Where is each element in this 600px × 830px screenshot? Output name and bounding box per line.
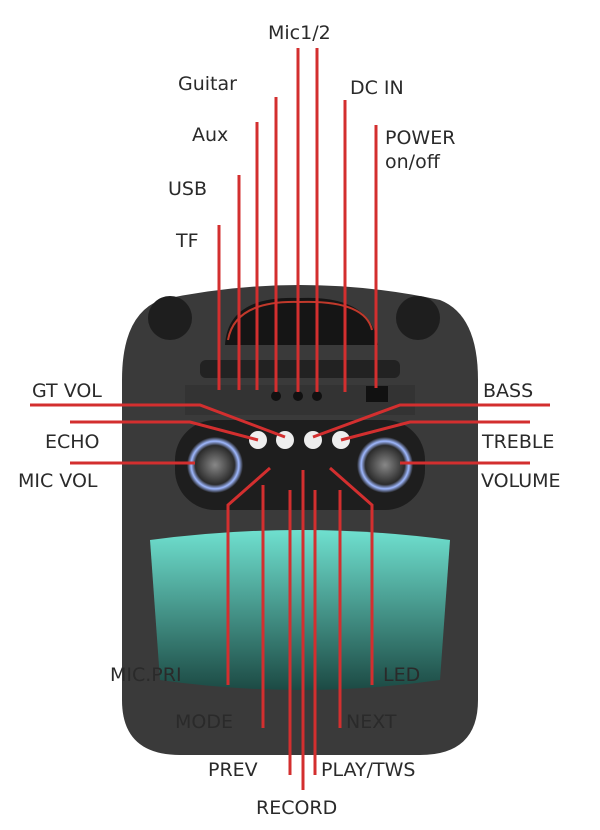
label-play-tws: PLAY/TWS (321, 759, 416, 781)
power-switch[interactable] (366, 386, 388, 402)
label-echo: ECHO (45, 431, 100, 453)
label-mic: Mic1/2 (268, 22, 331, 44)
label-record: RECORD (256, 797, 338, 819)
right-tweeter (396, 296, 440, 340)
label-next: NEXT (346, 711, 397, 733)
handle (225, 297, 378, 345)
label-prev: PREV (208, 759, 258, 781)
label-gt-vol: GT VOL (32, 380, 102, 402)
label-led: LED (383, 664, 421, 686)
control-panel (175, 420, 425, 510)
speaker-body (122, 285, 478, 755)
left-tweeter (148, 296, 192, 340)
label-mic-vol: MIC VOL (18, 470, 98, 492)
label-treble: TREBLE (482, 431, 555, 453)
label-usb: USB (168, 178, 208, 200)
mic-vol-knob[interactable] (187, 437, 243, 493)
label-power: POWER (385, 127, 456, 149)
label-dc-in: DC IN (350, 77, 404, 99)
label-power-state: on/off (385, 151, 440, 173)
callout-lines (30, 48, 550, 790)
led-light-panel (150, 530, 450, 690)
label-tf: TF (176, 230, 199, 252)
label-guitar: Guitar (178, 73, 237, 95)
label-volume: VOLUME (481, 470, 561, 492)
label-mic-pri: MIC.PRI (110, 664, 182, 686)
label-bass: BASS (483, 380, 534, 402)
label-aux: Aux (192, 124, 229, 146)
volume-knob[interactable] (357, 437, 413, 493)
label-mode: MODE (175, 711, 233, 733)
